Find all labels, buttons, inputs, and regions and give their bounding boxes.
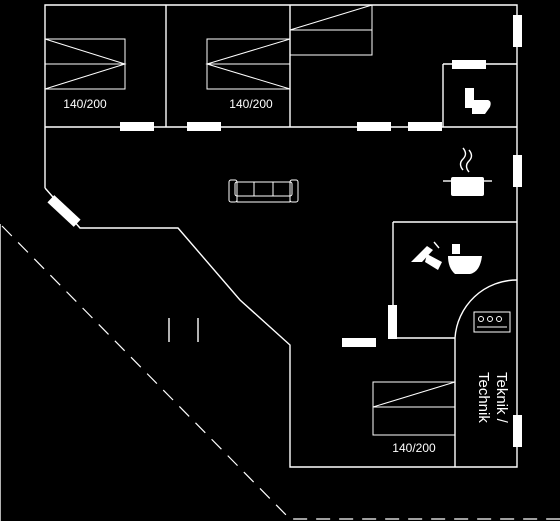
sink-icon	[448, 244, 482, 274]
door-wc[interactable]	[408, 122, 442, 131]
bed-2	[205, 38, 291, 90]
bed-3	[289, 4, 373, 56]
boiler-icon	[473, 311, 511, 333]
stove-icon	[443, 147, 492, 196]
windows	[513, 15, 522, 447]
bed-4-label: 140/200	[392, 441, 436, 455]
bed-2-label: 140/200	[229, 97, 273, 111]
door-bedroom-2[interactable]	[187, 122, 221, 131]
bed-1-label: 140/200	[63, 97, 107, 111]
toilet-icon	[465, 88, 491, 114]
bed-1	[44, 38, 127, 90]
outer-walls	[0, 4, 518, 521]
door-bedroom-4[interactable]	[342, 338, 376, 347]
door-terrace[interactable]	[47, 195, 81, 227]
technik-label-line1: Teknik /	[493, 372, 510, 424]
door-bedroom-3[interactable]	[357, 122, 391, 131]
sofa-icon	[228, 179, 299, 203]
doors	[47, 60, 486, 347]
door-bath[interactable]	[388, 305, 397, 339]
technik-label-line2: Technik	[475, 372, 492, 423]
stair-marks	[168, 318, 199, 342]
shower-icon	[411, 241, 442, 270]
inner-walls	[45, 5, 518, 467]
door-bedroom-1[interactable]	[120, 122, 154, 131]
door-wc-inner[interactable]	[452, 60, 486, 69]
bed-4	[372, 381, 456, 436]
